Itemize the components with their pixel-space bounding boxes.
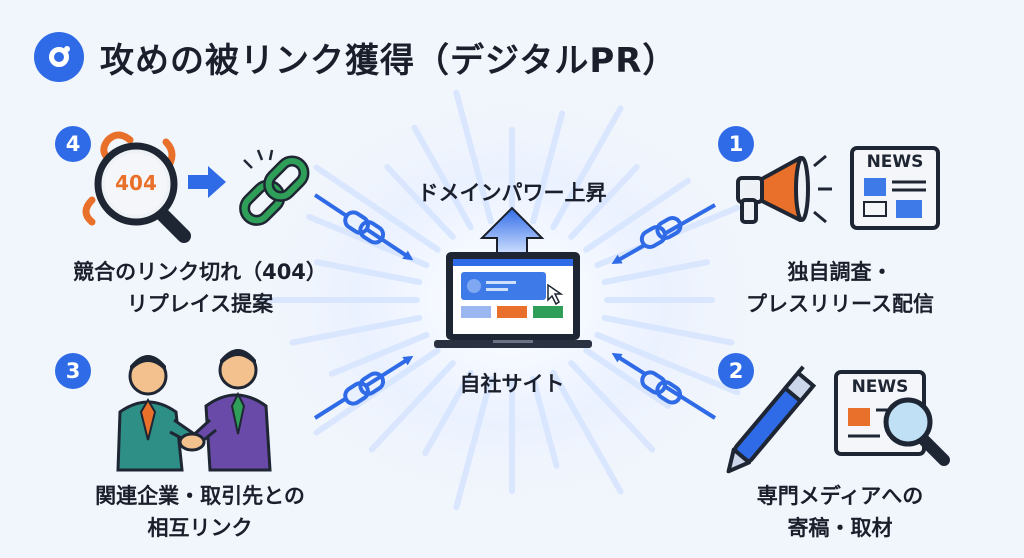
light-ray [453, 375, 494, 511]
item-3-line2: 相互リンク [147, 516, 253, 540]
magnifier-404-icon [82, 131, 191, 243]
light-ray [313, 164, 441, 253]
chain-link-icon [343, 210, 386, 245]
item-4-line2: リプレイス提案 [126, 292, 274, 316]
item-2-line2: 寄稿・取材 [787, 516, 893, 540]
connector-arrow-3 [313, 355, 414, 420]
header: 攻めの被リンク獲得（デジタルPR） [34, 32, 677, 82]
light-ray [530, 375, 560, 469]
news-text-1: NEWS [866, 152, 924, 172]
pen-icon [726, 365, 817, 474]
light-ray [453, 89, 494, 225]
domain-power-label: ドメインパワー上昇 [417, 181, 607, 205]
light-rays [259, 89, 741, 511]
light-ray [550, 369, 624, 495]
megaphone-icon [736, 154, 832, 224]
arrow-up-icon [479, 206, 545, 255]
connector-arrow-2 [611, 352, 717, 420]
light-ray [568, 164, 640, 240]
badge-1: 1 [718, 126, 754, 162]
item-1-label: 独自調査・ プレスリリース配信 [700, 256, 980, 320]
light-ray [368, 360, 456, 453]
laptop-icon [434, 252, 592, 348]
chain-link-icon [640, 370, 683, 405]
newspaper-icon [850, 146, 940, 230]
item-2-label: 専門メディアへの 寄稿・取材 [700, 480, 980, 544]
light-ray [530, 110, 566, 225]
light-ray [583, 347, 672, 409]
badge-3: 3 [55, 353, 91, 389]
light-ray [583, 177, 691, 253]
light-ray [314, 259, 423, 286]
news-text-2: NEWS [851, 377, 909, 397]
arrow-right-icon [188, 166, 226, 198]
light-ray [384, 164, 456, 240]
item-2-line1: 専門メディアへの [756, 484, 924, 508]
page-title: 攻めの被リンク獲得（デジタルPR） [100, 40, 678, 81]
chain-link-icon [343, 371, 386, 406]
badge-2: 2 [718, 353, 754, 389]
item-1-line2: プレスリリース配信 [746, 292, 934, 316]
error-code-text: 404 [115, 171, 157, 195]
light-ray [568, 360, 656, 453]
handshake-icon [116, 349, 272, 472]
light-ray [422, 369, 474, 457]
light-ray [601, 259, 710, 286]
light-ray [328, 332, 430, 377]
light-ray [411, 124, 474, 231]
badge-4: 4 [55, 126, 91, 162]
newspaper-magnifier-icon [834, 370, 950, 466]
own-site-label: 自社サイト [459, 372, 565, 396]
item-4-label: 競合のリンク切れ（404） リプレイス提案 [40, 256, 360, 320]
connector-arrow-1 [611, 203, 716, 264]
chain-link-icon [639, 216, 683, 249]
connector-arrow-4 [313, 193, 414, 261]
light-ray [289, 314, 423, 346]
item-3-line1: 関連企業・取引先との [95, 484, 305, 508]
light-ray [601, 314, 735, 346]
broken-link-icon [239, 149, 310, 226]
light-ray [594, 332, 741, 396]
light-ray [550, 105, 624, 231]
item-1-line1: 独自調査・ [787, 260, 893, 284]
link-logo-icon [34, 32, 84, 82]
item-3-label: 関連企業・取引先との 相互リンク [50, 480, 350, 544]
item-4-line1: 競合のリンク切れ（404） [73, 260, 327, 284]
